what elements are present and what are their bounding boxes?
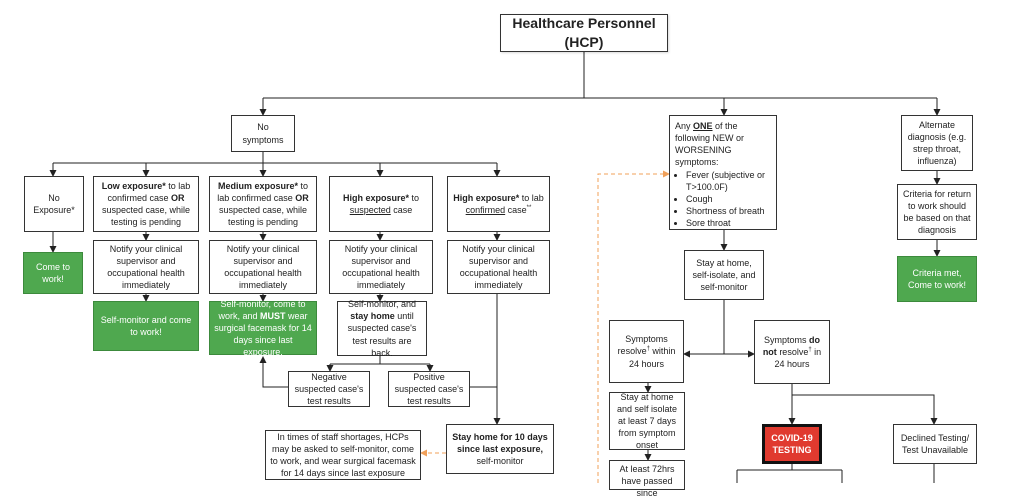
no-exposure-box: No Exposure* (24, 176, 84, 232)
low-outcome-box: Self-monitor and come to work! (93, 301, 199, 351)
shortage-note-box: In times of staff shortages, HCPs may be… (265, 430, 421, 480)
at-least-72-box: At least 72hrs have passed since (609, 460, 685, 498)
symptoms-resolve-box: Symptoms resolve† within 24 hours (609, 320, 684, 383)
isolate-7-days-label: Stay at home and self isolate at least 7… (616, 391, 678, 451)
come-to-work-box: Come to work! (23, 252, 83, 294)
no-symptoms-label: No symptoms (242, 122, 284, 145)
low-exposure-box: Low exposure* to lab confirmed case OR s… (93, 176, 199, 232)
stay-isolate-box: Stay at home, self-isolate, and self-mon… (684, 250, 764, 300)
symptoms-not-resolve-box: Symptoms do not resolve† in 24 hours (754, 320, 830, 384)
notify-box-medium: Notify your clinical supervisor and occu… (209, 240, 317, 294)
connector-lines (49, 52, 941, 483)
medium-exposure-box: Medium exposure* to lab confirmed case O… (209, 176, 317, 232)
symptoms-not-resolve-text: Symptoms do not resolve† in 24 hours (762, 334, 822, 370)
medium-outcome-box: Self-monitor, come to work, and MUST wea… (209, 299, 317, 357)
high-exposure-suspected-box: High exposure* to suspected case (329, 176, 433, 232)
stay-home-box: Stay home for 10 days since last exposur… (446, 424, 554, 474)
symptoms-intro: Any ONE of the following NEW or WORSENIN… (675, 121, 745, 168)
stay-home-text: Stay home for 10 days since last exposur… (452, 431, 548, 467)
title-box: Healthcare Personnel (HCP) (500, 14, 668, 52)
no-symptoms-box: No symptoms (231, 115, 295, 152)
alt-diagnosis-box: Alternate diagnosis (e.g. strep throat, … (901, 115, 973, 171)
positive-results-label: Positive suspected case's test results (394, 371, 464, 407)
symptoms-box: Any ONE of the following NEW or WORSENIN… (669, 115, 777, 230)
page-title: Healthcare Personnel (HCP) (512, 15, 656, 50)
come-to-work-label: Come to work! (35, 261, 70, 284)
low-outcome-label: Self-monitor and come to work! (100, 314, 192, 337)
symptom-item: Sore throat (686, 217, 771, 229)
symptom-item: Shortness of breath (686, 205, 771, 217)
low-exposure-text: Low exposure* to lab confirmed case OR s… (101, 180, 191, 228)
symptom-item: Cough (686, 193, 771, 205)
shortage-note-text: In times of staff shortages, HCPs may be… (270, 431, 416, 479)
symptoms-resolve-text: Symptoms resolve† within 24 hours (617, 334, 676, 369)
symptom-list: Fever (subjective or T>100.0F) Cough Sho… (675, 169, 771, 230)
criteria-return-box: Criteria for return to work should be ba… (897, 184, 977, 240)
declined-testing-label: Declined Testing/ Test Unavailable (900, 432, 970, 455)
notify-box-high-suspected: Notify your clinical supervisor and occu… (329, 240, 433, 294)
negative-results-box: Negative suspected case's test results (288, 371, 370, 407)
notify-box-high-confirmed: Notify your clinical supervisor and occu… (447, 240, 550, 294)
high-suspected-outcome-box: Self-monitor, and stay home until suspec… (337, 299, 427, 358)
declined-testing-box: Declined Testing/ Test Unavailable (893, 424, 977, 464)
covid-testing-label: COVID-19 TESTING (771, 432, 813, 455)
medium-exposure-text: Medium exposure* to lab confirmed case O… (217, 180, 309, 228)
medium-outcome-text: Self-monitor, come to work, and MUST wea… (214, 298, 312, 358)
alt-diagnosis-label: Alternate diagnosis (e.g. strep throat, … (907, 119, 967, 167)
covid-testing-box: COVID-19 TESTING (762, 424, 822, 464)
high-exposure-suspected-text: High exposure* to suspected case (342, 192, 420, 215)
negative-results-label: Negative suspected case's test results (294, 371, 364, 407)
criteria-met-box: Criteria met, Come to work! (897, 256, 977, 302)
symptoms-content: Any ONE of the following NEW or WORSENIN… (675, 120, 771, 229)
criteria-return-label: Criteria for return to work should be ba… (902, 188, 972, 236)
isolate-7-days-box: Stay at home and self isolate at least 7… (609, 392, 685, 450)
symptom-item: Fever (subjective or T>100.0F) (686, 169, 771, 193)
notify-box-low: Notify your clinical supervisor and occu… (93, 240, 199, 294)
positive-results-box: Positive suspected case's test results (388, 371, 470, 407)
at-least-72-label: At least 72hrs have passed since (619, 464, 675, 499)
stay-isolate-label: Stay at home, self-isolate, and self-mon… (692, 257, 756, 293)
high-suspected-outcome-text: Self-monitor, and stay home until suspec… (347, 299, 417, 358)
high-exposure-confirmed-box: High exposure* to lab confirmed case** (447, 176, 550, 232)
no-exposure-label: No Exposure* (33, 192, 75, 215)
high-exposure-confirmed-text: High exposure* to lab confirmed case** (453, 192, 544, 215)
criteria-met-label: Criteria met, Come to work! (907, 267, 967, 290)
